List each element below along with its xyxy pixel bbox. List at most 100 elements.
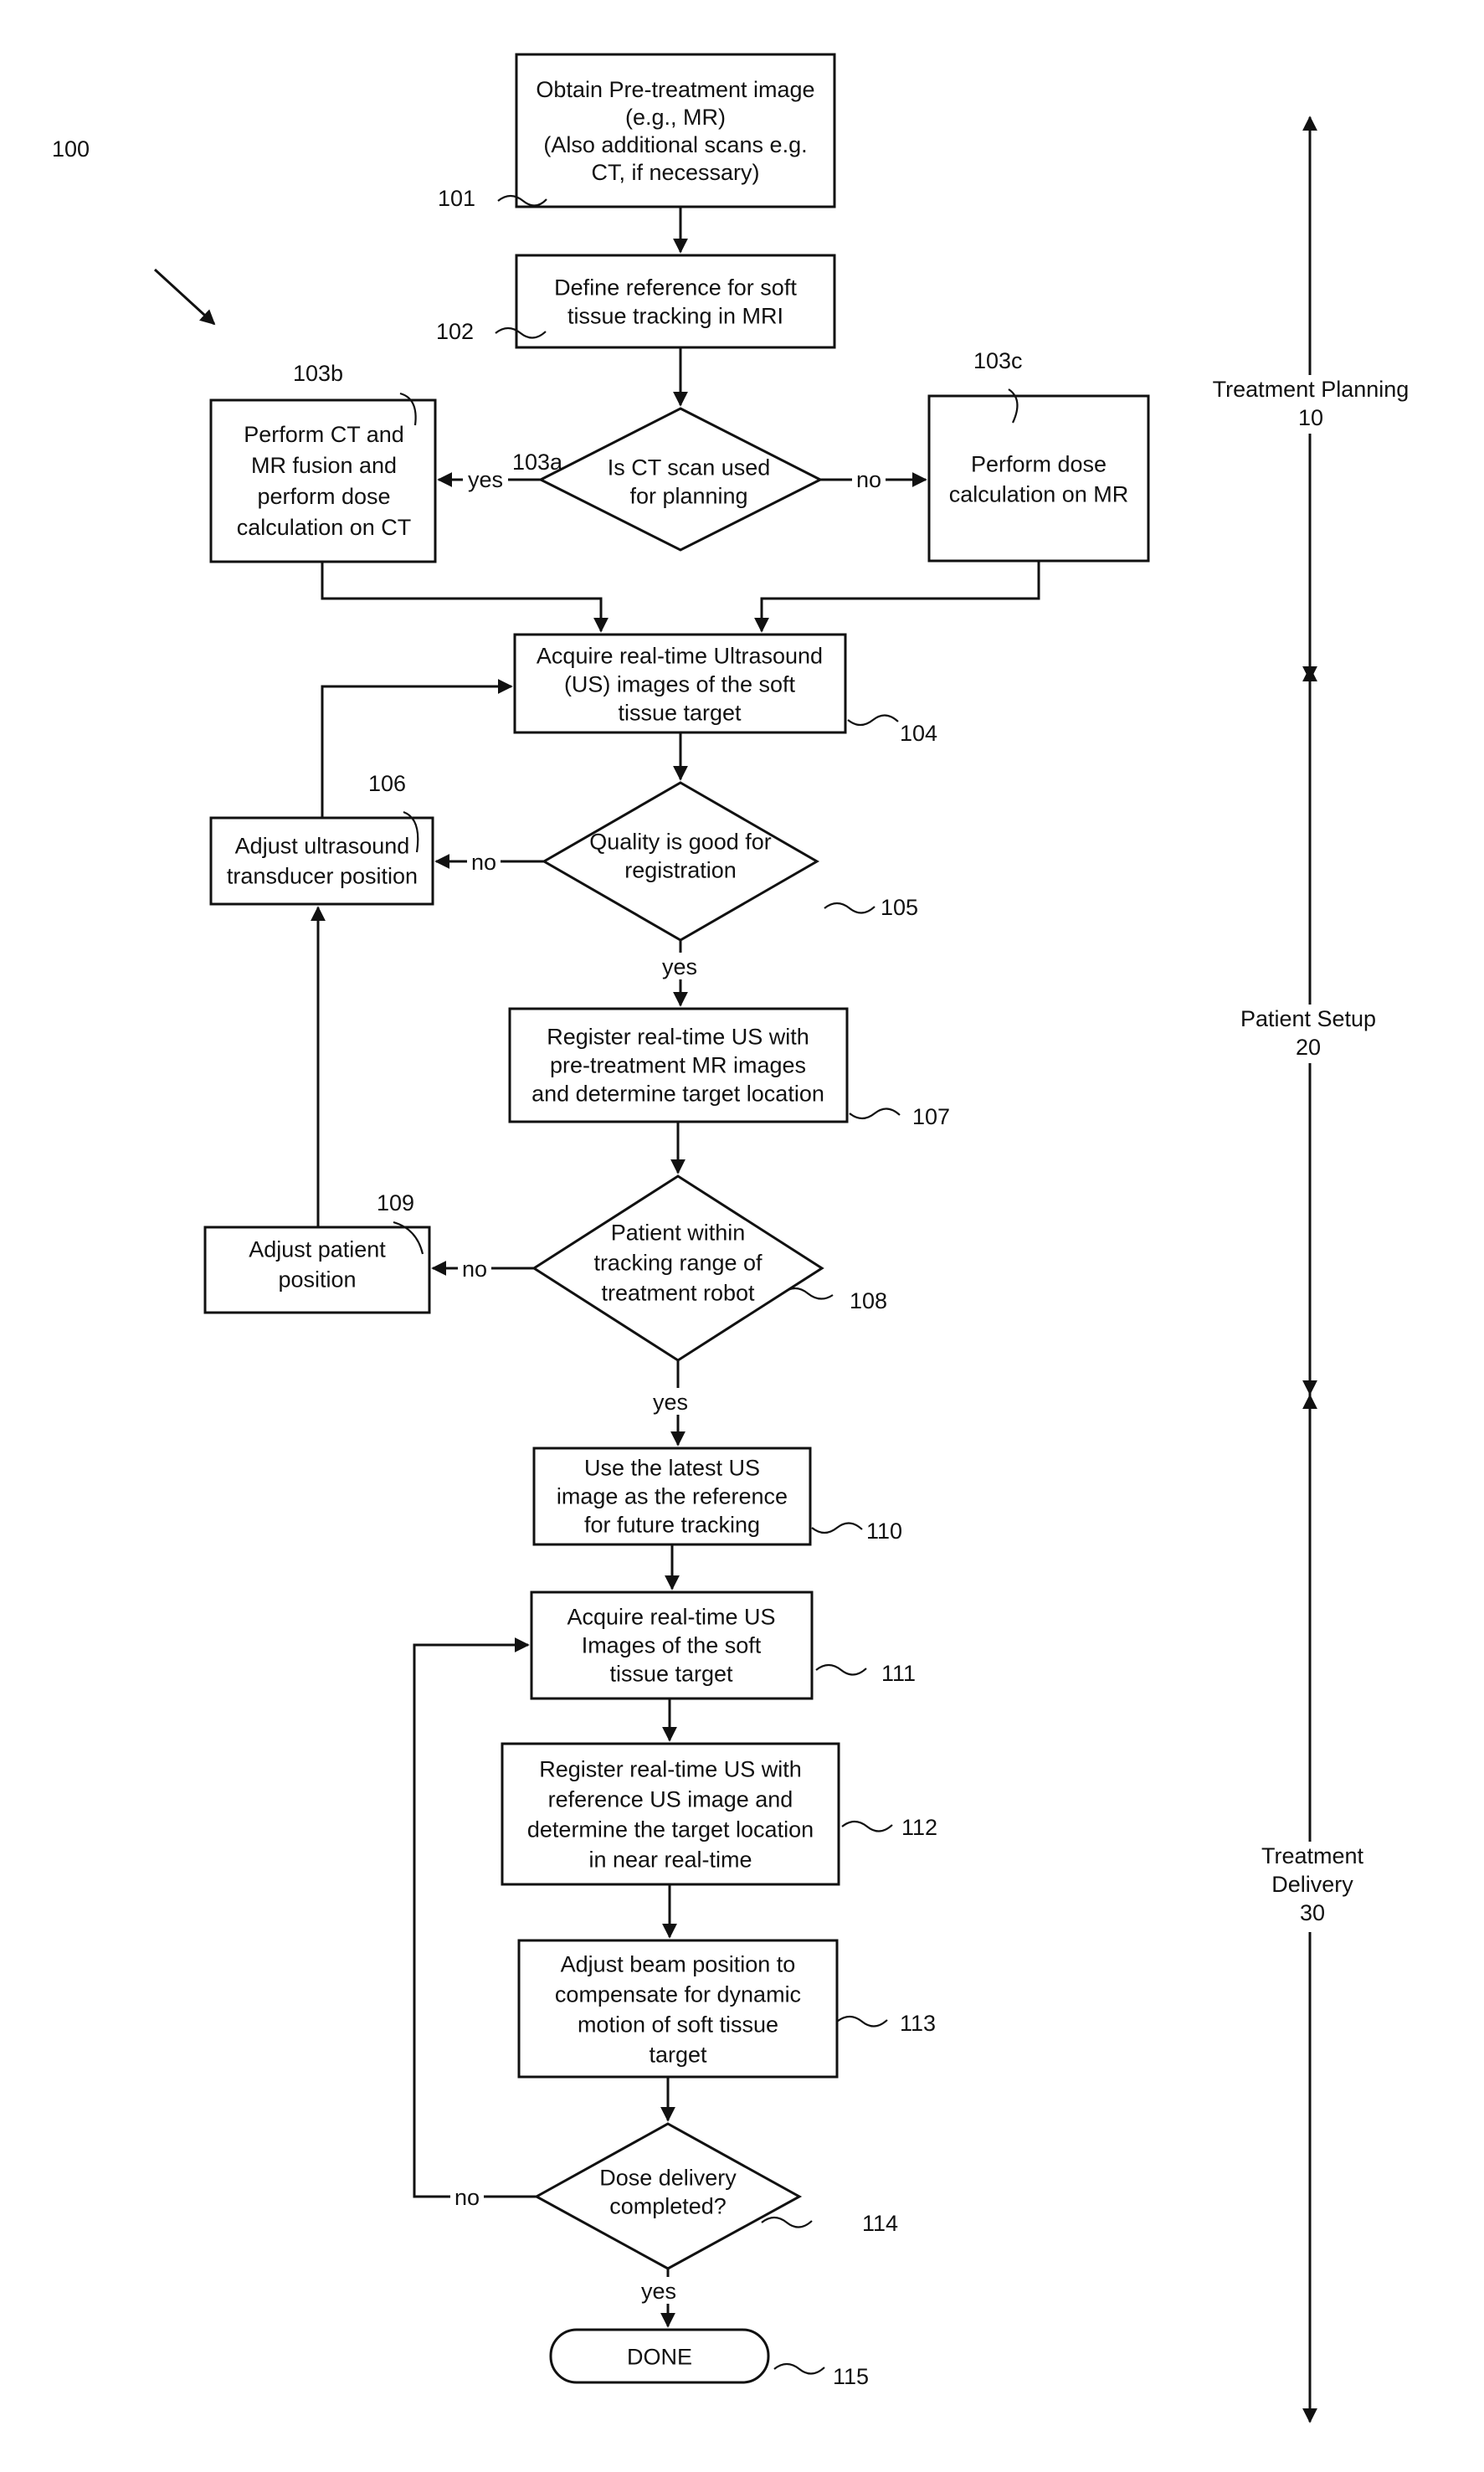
step-106-text-line: transducer position — [227, 863, 418, 888]
figure-number: 100 — [52, 136, 90, 162]
step-103b-text-line: MR fusion and — [251, 453, 397, 478]
ref-101: 101 — [438, 186, 475, 211]
connector-103c-104 — [762, 561, 1039, 631]
edge-label-yes-105: yes — [662, 954, 697, 979]
leader-111 — [816, 1665, 866, 1675]
ref-110: 110 — [866, 1519, 902, 1544]
step-110-text-line: for future tracking — [584, 1512, 760, 1537]
terminal-115-text: DONE — [627, 2344, 692, 2369]
decision-103a-text-line: Is CT scan used — [608, 455, 771, 480]
edge-label-yes-114: yes — [641, 2279, 676, 2304]
phase-delivery-name-line1: Treatment — [1261, 1843, 1364, 1868]
step-103b-text-line: calculation on CT — [237, 515, 412, 540]
connector-103b-104 — [322, 562, 601, 631]
decision-108-text-line: tracking range of — [593, 1250, 763, 1275]
step-111-text-line: Images of the soft — [582, 1632, 762, 1657]
edge-label-no-105: no — [471, 850, 496, 875]
phase-planning-number: 10 — [1298, 405, 1323, 430]
figure-pointer-arrow — [155, 270, 214, 324]
step-102-text-line: Define reference for soft — [554, 275, 797, 300]
step-103c-text-line: calculation on MR — [949, 481, 1129, 506]
ref-111: 111 — [881, 1661, 916, 1686]
leader-115 — [774, 2364, 824, 2374]
decision-114-text-line: completed? — [609, 2193, 727, 2218]
step-106-box — [211, 818, 433, 904]
step-107-text-line: pre-treatment MR images — [550, 1052, 806, 1077]
step-112-text-line: in near real-time — [588, 1847, 752, 1872]
ref-103b: 103b — [293, 361, 343, 386]
step-102-text-line: tissue tracking in MRI — [567, 303, 783, 328]
edge-label-no-103a: no — [856, 467, 881, 492]
step-104-text-line: (US) images of the soft — [564, 671, 796, 696]
leader-108 — [783, 1288, 833, 1299]
edge-label-yes-108: yes — [653, 1390, 688, 1415]
ref-113: 113 — [900, 2011, 936, 2036]
step-112-text-line: Register real-time US with — [539, 1756, 802, 1781]
step-103b-text-line: Perform CT and — [244, 422, 404, 447]
step-101-text-line: CT, if necessary) — [591, 160, 759, 185]
decision-108-text: Patient within tracking range of treatment… — [593, 1220, 763, 1305]
phase-setup-name: Patient Setup — [1240, 1006, 1376, 1031]
ref-104: 104 — [900, 721, 937, 746]
phase-planning-name: Treatment Planning — [1213, 377, 1410, 402]
step-111-text-line: tissue target — [609, 1661, 733, 1686]
leader-104 — [848, 715, 898, 725]
decision-103a-text-line: for planning — [629, 483, 747, 508]
phase-delivery-name-line2: Delivery — [1271, 1872, 1353, 1897]
connector-106-104 — [322, 686, 511, 818]
step-102-box — [516, 255, 834, 347]
step-112-text-line: determine the target location — [527, 1817, 814, 1842]
step-113-text-line: motion of soft tissue — [578, 2012, 778, 2037]
step-101-text-line: (Also additional scans e.g. — [543, 132, 807, 157]
leader-107 — [850, 1108, 900, 1118]
edge-label-no-114: no — [454, 2185, 480, 2210]
step-111-text-line: Acquire real-time US — [567, 1604, 775, 1629]
leader-110 — [812, 1523, 862, 1533]
ref-114: 114 — [862, 2211, 898, 2236]
decision-105-text-line: Quality is good for — [589, 829, 772, 854]
leader-114 — [762, 2218, 812, 2228]
step-107-text-line: Register real-time US with — [547, 1024, 809, 1049]
step-104-text-line: tissue target — [618, 700, 742, 725]
leader-112 — [842, 1822, 892, 1832]
step-107-text-line: and determine target location — [531, 1081, 824, 1106]
decision-108-text-line: Patient within — [611, 1220, 746, 1245]
phase-delivery-number: 30 — [1300, 1900, 1325, 1925]
ref-112: 112 — [901, 1815, 937, 1840]
step-103c-box — [929, 396, 1148, 561]
step-101-text-line: (e.g., MR) — [625, 105, 726, 130]
ref-103c: 103c — [973, 348, 1023, 373]
step-110-text-line: Use the latest US — [584, 1455, 760, 1480]
step-110-text: Use the latest US image as the reference f… — [557, 1455, 788, 1537]
ref-106: 106 — [368, 771, 406, 796]
step-107-text: Register real-time US with pre-treatment … — [531, 1024, 824, 1106]
ref-103a: 103a — [512, 450, 563, 475]
terminal-115-text-line: DONE — [627, 2344, 692, 2369]
ref-102: 102 — [436, 319, 474, 344]
decision-105-text-line: registration — [624, 857, 737, 882]
step-104-text-line: Acquire real-time Ultrasound — [537, 643, 823, 668]
step-103b-text-line: perform dose — [257, 484, 390, 509]
edge-label-no-108: no — [462, 1257, 487, 1282]
ref-115: 115 — [833, 2364, 869, 2389]
edge-label-yes-103a: yes — [468, 467, 503, 492]
decision-114-text-line: Dose delivery — [599, 2165, 737, 2190]
step-106-text-line: Adjust ultrasound — [235, 833, 410, 858]
ref-107: 107 — [912, 1104, 950, 1129]
connector-114-no-loop — [414, 1645, 537, 2197]
step-112-text-line: reference US image and — [548, 1786, 793, 1812]
step-109-text-line: Adjust patient — [249, 1236, 386, 1262]
step-113-text-line: target — [649, 2042, 707, 2067]
step-110-text-line: image as the reference — [557, 1483, 788, 1508]
step-103c-text-line: Perform dose — [971, 451, 1107, 476]
leader-113 — [837, 2017, 887, 2027]
ref-108: 108 — [850, 1288, 887, 1313]
leader-105 — [824, 903, 875, 913]
ref-109: 109 — [377, 1190, 414, 1215]
ref-105: 105 — [881, 895, 918, 920]
phase-setup-number: 20 — [1296, 1035, 1321, 1060]
step-113-text-line: Adjust beam position to — [561, 1951, 796, 1976]
step-109-text-line: position — [278, 1267, 356, 1292]
decision-108-text-line: treatment robot — [601, 1280, 755, 1305]
